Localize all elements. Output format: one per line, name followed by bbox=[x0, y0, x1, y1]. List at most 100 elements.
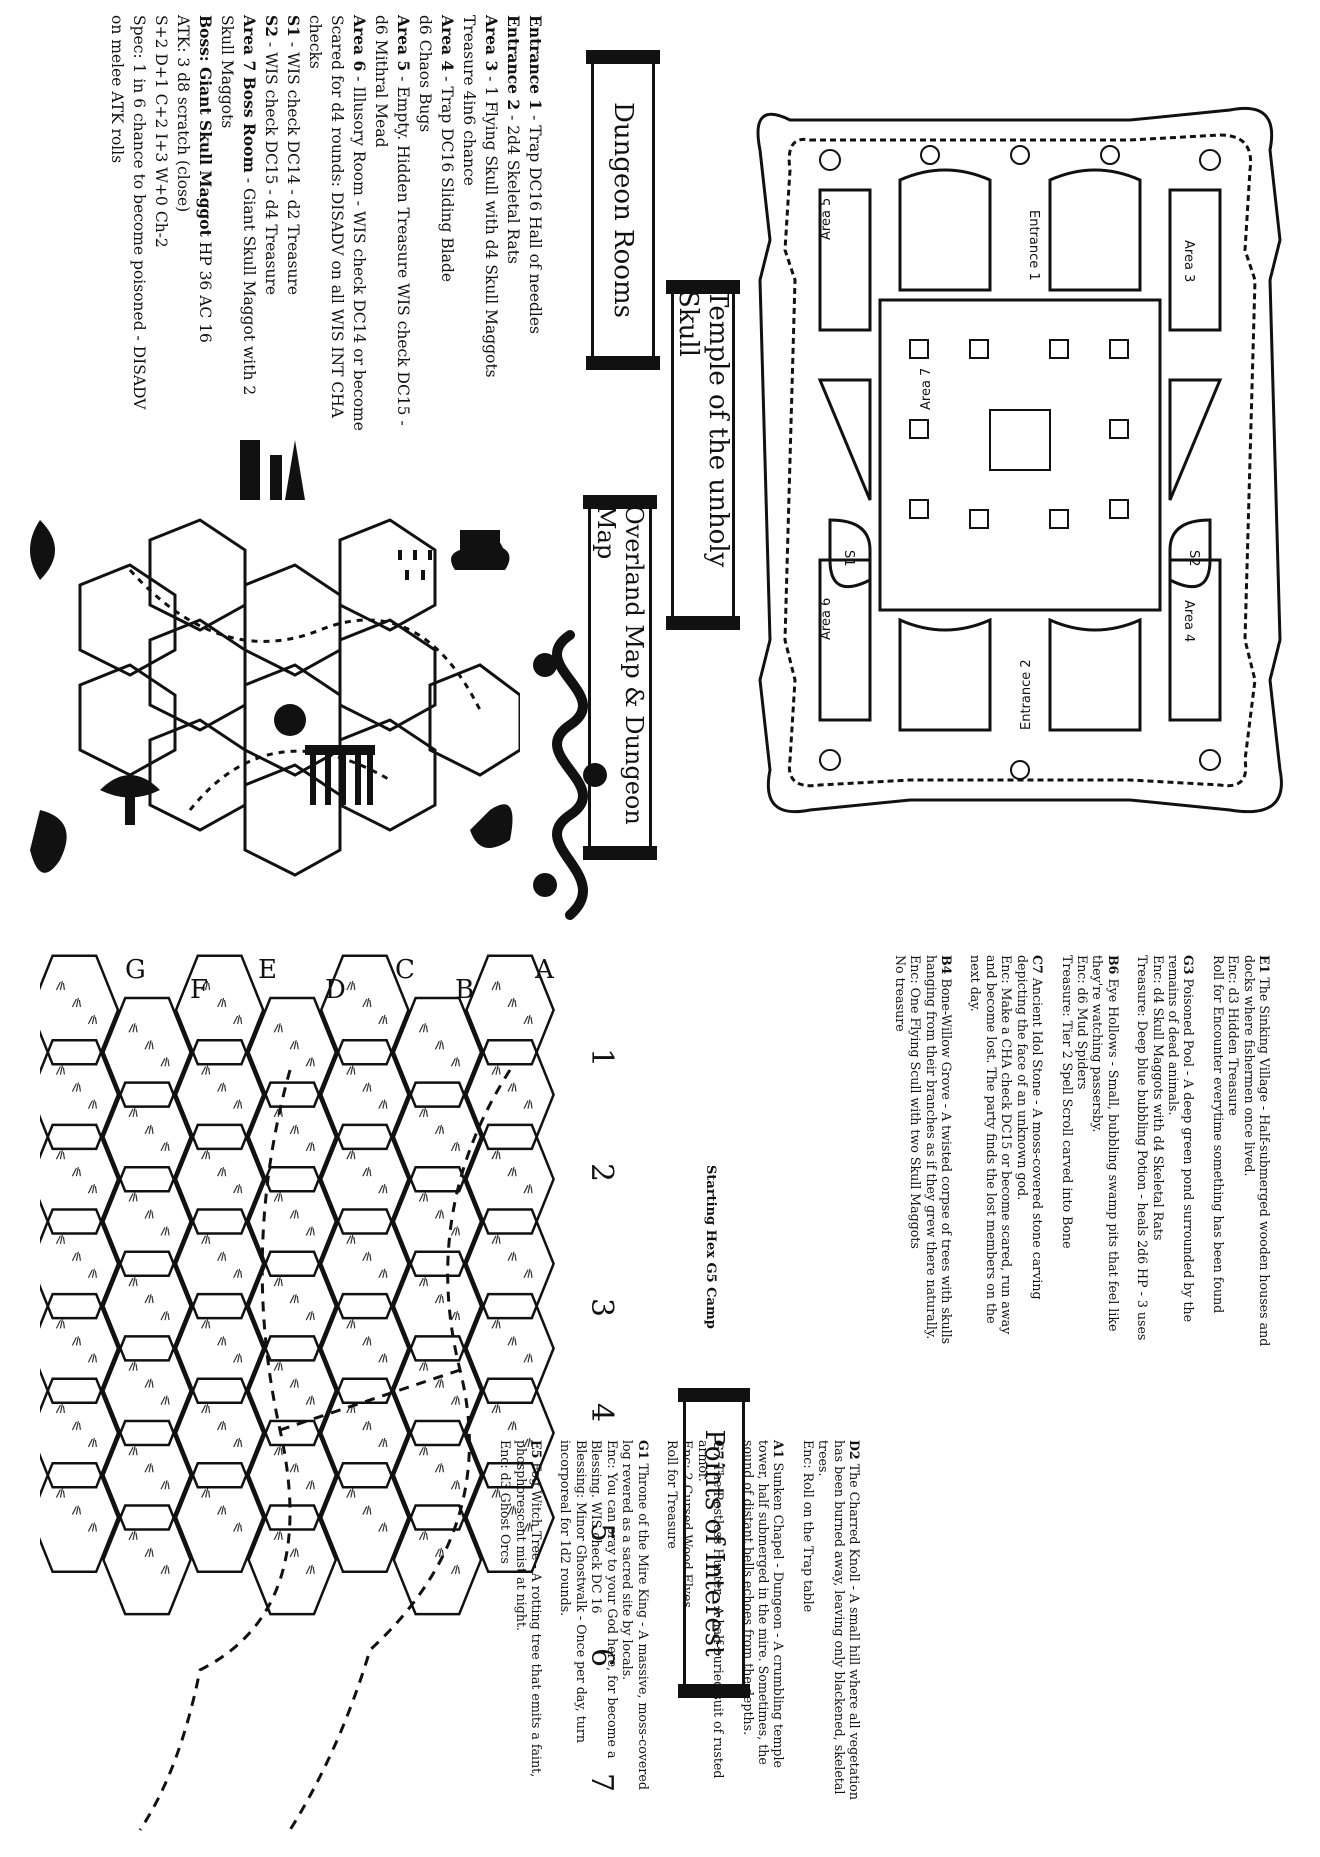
row-label-2: 2 bbox=[584, 1162, 620, 1183]
hex-grid bbox=[29, 954, 555, 1831]
hex-cell bbox=[392, 1504, 483, 1616]
hex-cell bbox=[174, 954, 265, 1066]
grass-tuft-icon bbox=[289, 1209, 299, 1219]
grass-tuft-icon bbox=[128, 1023, 138, 1033]
label-area4: Area 4 bbox=[1181, 600, 1196, 642]
grass-tuft-icon bbox=[201, 1488, 211, 1498]
room-line: Entrance 1 - Trap DC16 Hall of needles bbox=[526, 15, 545, 334]
grass-tuft-icon bbox=[378, 1522, 388, 1532]
row-label-1: 1 bbox=[584, 1047, 620, 1068]
grass-tuft-icon bbox=[450, 1057, 460, 1067]
grass-tuft-icon bbox=[160, 1141, 170, 1152]
rooms-banner: Dungeon Rooms bbox=[591, 60, 655, 360]
col-label-f: F bbox=[190, 975, 209, 1005]
grass-tuft-icon bbox=[305, 1141, 315, 1152]
grass-tuft-icon bbox=[450, 1226, 460, 1236]
grass-tuft-icon bbox=[418, 1530, 428, 1541]
grass-tuft-icon bbox=[201, 1403, 211, 1414]
hex-cell bbox=[465, 1292, 555, 1404]
hex-cell bbox=[174, 1039, 265, 1151]
label-s2: S2 bbox=[1186, 550, 1201, 567]
hex-cell bbox=[319, 1039, 410, 1151]
label-area6: Area 6 bbox=[819, 598, 834, 640]
grass-tuft-icon bbox=[144, 1124, 154, 1135]
hex-cell bbox=[174, 1292, 265, 1404]
grass-tuft-icon bbox=[233, 1014, 243, 1025]
col-label-c: C bbox=[395, 955, 415, 985]
grass-tuft-icon bbox=[273, 1530, 283, 1541]
grass-tuft-icon bbox=[346, 1065, 356, 1075]
grass-tuft-icon bbox=[160, 1310, 170, 1321]
temple-banner-text: Temple of the unholy Skull bbox=[673, 290, 733, 568]
grass-tuft-icon bbox=[160, 1057, 170, 1067]
grass-tuft-icon bbox=[523, 1184, 533, 1194]
hex-cell bbox=[319, 954, 410, 1066]
label-entrance2: Entrance 2 bbox=[1019, 659, 1034, 730]
room-line: Boss: Giant Skull Maggot HP 36 AC 16 bbox=[196, 15, 215, 343]
grass-tuft-icon bbox=[362, 1420, 372, 1431]
hex-cell bbox=[174, 1208, 265, 1320]
grass-tuft-icon bbox=[160, 1395, 170, 1405]
grass-tuft-icon bbox=[378, 1353, 388, 1363]
grass-tuft-icon bbox=[450, 1141, 460, 1152]
label-area3: Area 3 bbox=[1181, 240, 1196, 282]
grass-tuft-icon bbox=[273, 1023, 283, 1033]
trail-path bbox=[138, 1069, 292, 1831]
grass-tuft-icon bbox=[362, 1505, 372, 1515]
hex-cell bbox=[392, 1419, 483, 1531]
grass-tuft-icon bbox=[378, 1099, 388, 1109]
grass-tuft-icon bbox=[434, 1378, 444, 1388]
col-label-g: G bbox=[125, 955, 146, 985]
grass-tuft-icon bbox=[346, 1234, 356, 1245]
room-line: Treasure 4in6 chance bbox=[460, 15, 478, 186]
hex-cell bbox=[465, 1208, 555, 1320]
room-line: d6 Chaos Bugs bbox=[416, 15, 434, 133]
grass-tuft-icon bbox=[128, 1361, 138, 1371]
grass-tuft-icon bbox=[217, 1167, 227, 1177]
grass-tuft-icon bbox=[305, 1226, 315, 1236]
row-label-4: 4 bbox=[584, 1402, 620, 1423]
hex-cell bbox=[102, 1419, 192, 1531]
grass-tuft-icon bbox=[434, 1547, 444, 1558]
grass-tuft-icon bbox=[71, 1505, 81, 1515]
poi-b6: B6 Eye Hollows - Small, bubbling swamp p… bbox=[1059, 955, 1121, 1332]
grass-tuft-icon bbox=[201, 1065, 211, 1075]
room-line: S+2 D+1 C+2 I+3 W+0 Ch-2 bbox=[152, 15, 170, 248]
hex-cell bbox=[319, 1123, 410, 1235]
hex-cell bbox=[465, 1377, 555, 1489]
grass-tuft-icon bbox=[346, 980, 356, 991]
poi-d2: D2 The Charred Knoll - A small hill wher… bbox=[800, 1440, 862, 1800]
grass-tuft-icon bbox=[289, 1124, 299, 1135]
room-line: Spec: 1 in 6 chance to become poisoned -… bbox=[130, 15, 148, 410]
grass-tuft-icon bbox=[87, 1014, 97, 1025]
hex-cell bbox=[319, 1377, 410, 1489]
hex-cell bbox=[465, 1039, 555, 1151]
room-line: Area 5 - Empty. Hidden Treasure WIS chec… bbox=[394, 15, 413, 426]
hex-cell bbox=[392, 1081, 483, 1193]
room-line: Skull Maggots bbox=[218, 15, 236, 129]
hex-cell bbox=[247, 1504, 338, 1616]
hex-cell bbox=[392, 1165, 483, 1278]
grass-tuft-icon bbox=[144, 1463, 154, 1473]
room-line: checks bbox=[306, 15, 324, 69]
poi-e1: E1 The Sinking Village - Half-submerged … bbox=[1210, 955, 1272, 1347]
hex-cell bbox=[102, 1250, 192, 1362]
room-line: d6 Mithral Mead bbox=[372, 15, 390, 148]
grass-tuft-icon bbox=[160, 1226, 170, 1236]
grass-tuft-icon bbox=[378, 1184, 388, 1194]
grass-tuft-icon bbox=[201, 1319, 211, 1329]
grass-tuft-icon bbox=[87, 1437, 97, 1448]
grass-tuft-icon bbox=[434, 1124, 444, 1135]
grass-tuft-icon bbox=[289, 1040, 299, 1050]
grass-tuft-icon bbox=[55, 1065, 65, 1075]
hex-cell bbox=[102, 1165, 192, 1278]
poi-c7: C7 Ancient Idol Stone - A moss-covered s… bbox=[968, 955, 1046, 1335]
grass-tuft-icon bbox=[418, 1107, 428, 1118]
grass-tuft-icon bbox=[233, 1184, 243, 1194]
hex-cell bbox=[392, 1250, 483, 1362]
grass-tuft-icon bbox=[450, 1395, 460, 1405]
grass-tuft-icon bbox=[507, 1082, 517, 1092]
grass-tuft-icon bbox=[144, 1378, 154, 1388]
grass-tuft-icon bbox=[305, 1480, 315, 1490]
grass-tuft-icon bbox=[71, 1336, 81, 1346]
